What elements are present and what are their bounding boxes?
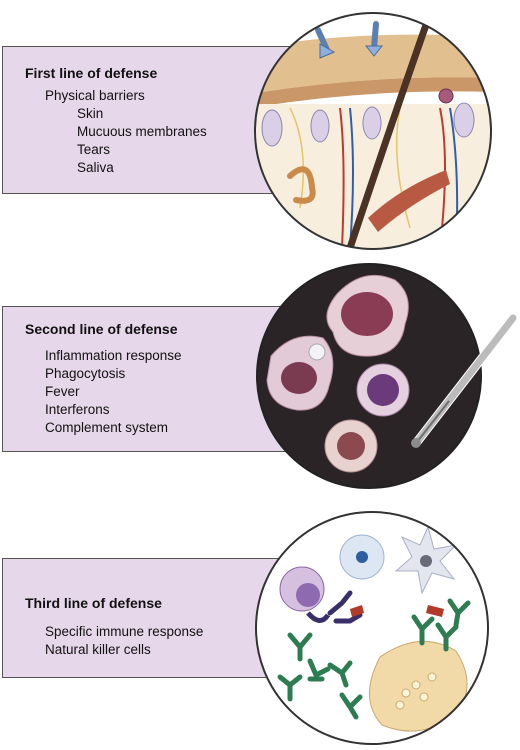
list-item: Inflammation response (45, 348, 182, 363)
first-line-subtitle: Physical barriers (45, 88, 145, 103)
immune-response-illustration (250, 509, 496, 747)
list-item: Specific immune response (45, 624, 204, 639)
thermometer-icon (411, 313, 518, 448)
third-line-title: Third line of defense (25, 595, 162, 611)
phagocytes-illustration (253, 260, 519, 492)
list-item: Skin (77, 106, 104, 121)
list-item: Complement system (45, 420, 169, 435)
second-line-title: Second line of defense (25, 321, 178, 337)
first-line-title: First line of defense (25, 65, 158, 81)
list-item: Tears (77, 142, 111, 157)
skin-illustration (250, 8, 496, 254)
list-item: Interferons (45, 402, 110, 417)
list-item: Mucuous membranes (77, 124, 207, 139)
list-item: Natural killer cells (45, 642, 151, 657)
list-item: Phagocytosis (45, 366, 126, 381)
third-line-list: Specific immune response Natural killer … (45, 623, 203, 659)
list-item: Fever (45, 384, 80, 399)
first-line-list: Skin Mucuous membranes Tears Saliva (77, 105, 207, 177)
second-line-list: Inflammation response Phagocytosis Fever… (45, 347, 182, 437)
list-item: Saliva (77, 160, 114, 175)
